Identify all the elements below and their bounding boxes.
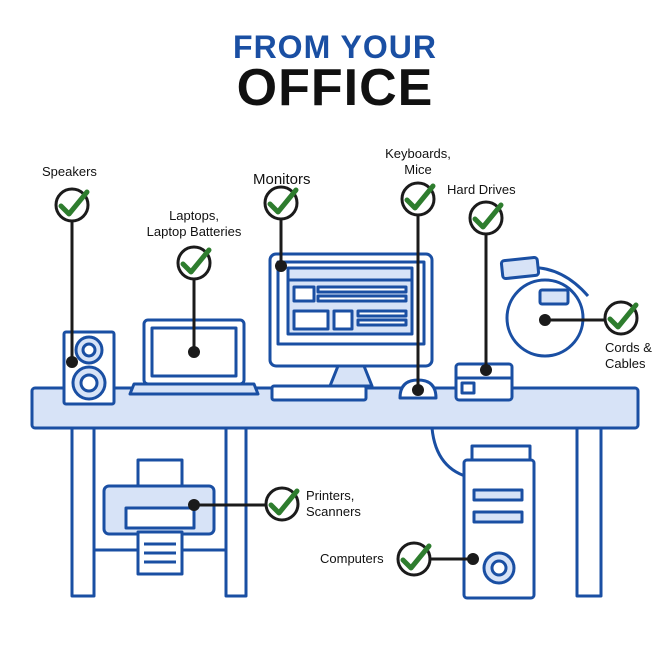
check-icon-laptops bbox=[176, 245, 212, 281]
label-printers: Printers, Scanners bbox=[306, 488, 361, 520]
label-hard-drives: Hard Drives bbox=[447, 182, 516, 197]
leader-dot-computers bbox=[467, 553, 479, 565]
check-icon-computers bbox=[396, 541, 432, 577]
label-cords: Cords & Cables bbox=[605, 340, 652, 372]
computer-tower-icon bbox=[462, 444, 536, 600]
check-icon-speakers bbox=[54, 187, 90, 223]
label-printers-line2: Scanners bbox=[306, 504, 361, 519]
check-icon-monitors bbox=[263, 185, 299, 221]
leader-dot-keyboards bbox=[412, 384, 424, 396]
label-cords-line1: Cords & bbox=[605, 340, 652, 355]
check-icon-keyboards bbox=[400, 181, 436, 217]
label-speakers: Speakers bbox=[42, 164, 97, 179]
leader-dot-monitors bbox=[275, 260, 287, 272]
leader-dot-laptops bbox=[188, 346, 200, 358]
label-cords-line2: Cables bbox=[605, 356, 646, 371]
page-title: OFFICE bbox=[236, 59, 434, 117]
check-icon-printers bbox=[264, 486, 300, 522]
label-keyboards-line2: Mice bbox=[404, 162, 432, 177]
leader-dot-hard-drives bbox=[480, 364, 492, 376]
monitor-icon bbox=[268, 252, 434, 402]
label-computers: Computers bbox=[320, 551, 384, 566]
label-keyboards-line1: Keyboards, bbox=[385, 146, 451, 161]
label-keyboards: Keyboards, Mice bbox=[385, 146, 451, 178]
check-icon-hard-drives bbox=[468, 200, 504, 236]
printer-icon bbox=[102, 458, 216, 576]
leader-dot-speakers bbox=[66, 356, 78, 368]
hard-drive-icon bbox=[454, 362, 514, 402]
leader-dot-cords bbox=[539, 314, 551, 326]
leader-dot-printers bbox=[188, 499, 200, 511]
cable-icon bbox=[499, 255, 590, 358]
speaker-icon bbox=[62, 330, 116, 406]
label-laptops: Laptops, Laptop Batteries bbox=[147, 208, 242, 240]
label-monitors: Monitors bbox=[253, 171, 311, 188]
label-laptops-line1: Laptops, bbox=[169, 208, 219, 223]
check-icon-cords bbox=[603, 300, 639, 336]
title-line-1: FROM YOUR bbox=[233, 29, 437, 65]
label-printers-line1: Printers, bbox=[306, 488, 355, 503]
label-laptops-line2: Laptop Batteries bbox=[146, 224, 242, 239]
